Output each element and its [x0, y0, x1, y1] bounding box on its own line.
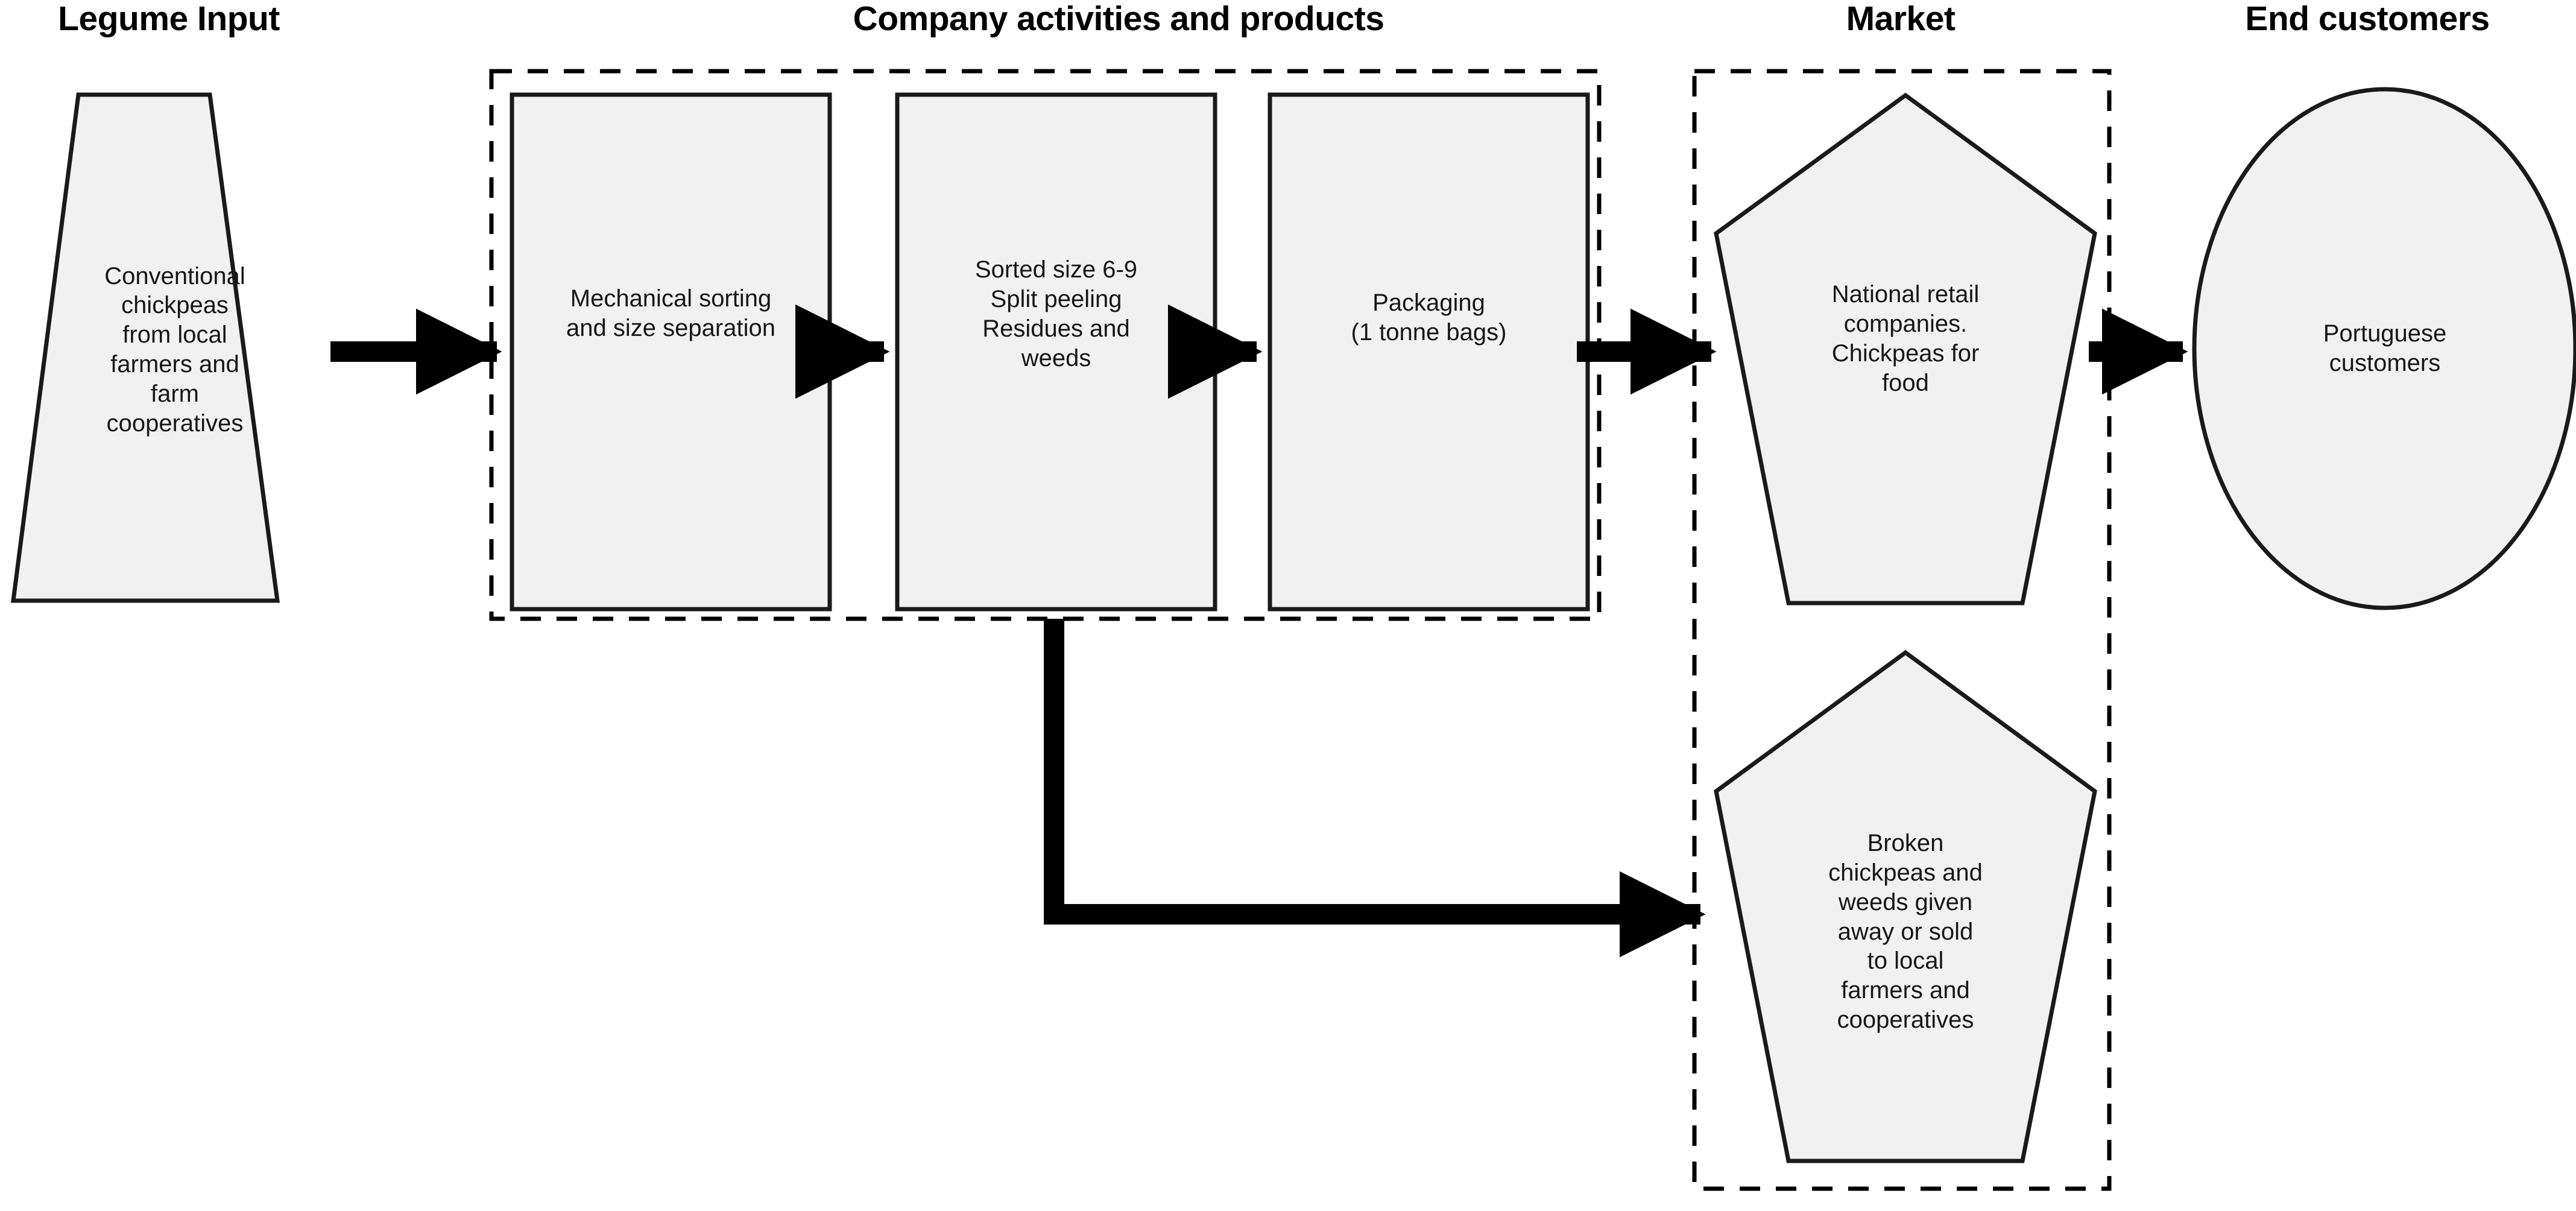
end-customer-ellipse[interactable] — [2192, 87, 2576, 610]
market-residues-pentagon[interactable] — [1714, 650, 2097, 1163]
market-retail-pentagon[interactable] — [1714, 92, 2097, 606]
process-3-box[interactable] — [1267, 92, 1590, 612]
header-legume-input: Legume Input — [58, 0, 280, 38]
header-end-customers: End customers — [2245, 0, 2490, 38]
process-2-box[interactable] — [895, 92, 1217, 612]
header-market: Market — [1846, 0, 1956, 38]
process-1-box[interactable] — [510, 92, 832, 612]
input-trapezoid-shape[interactable] — [11, 92, 280, 603]
arrow-residues-branch — [1044, 619, 1706, 958]
market-group-dashed-border — [1692, 69, 2112, 1191]
header-company-activities: Company activities and products — [853, 0, 1384, 38]
